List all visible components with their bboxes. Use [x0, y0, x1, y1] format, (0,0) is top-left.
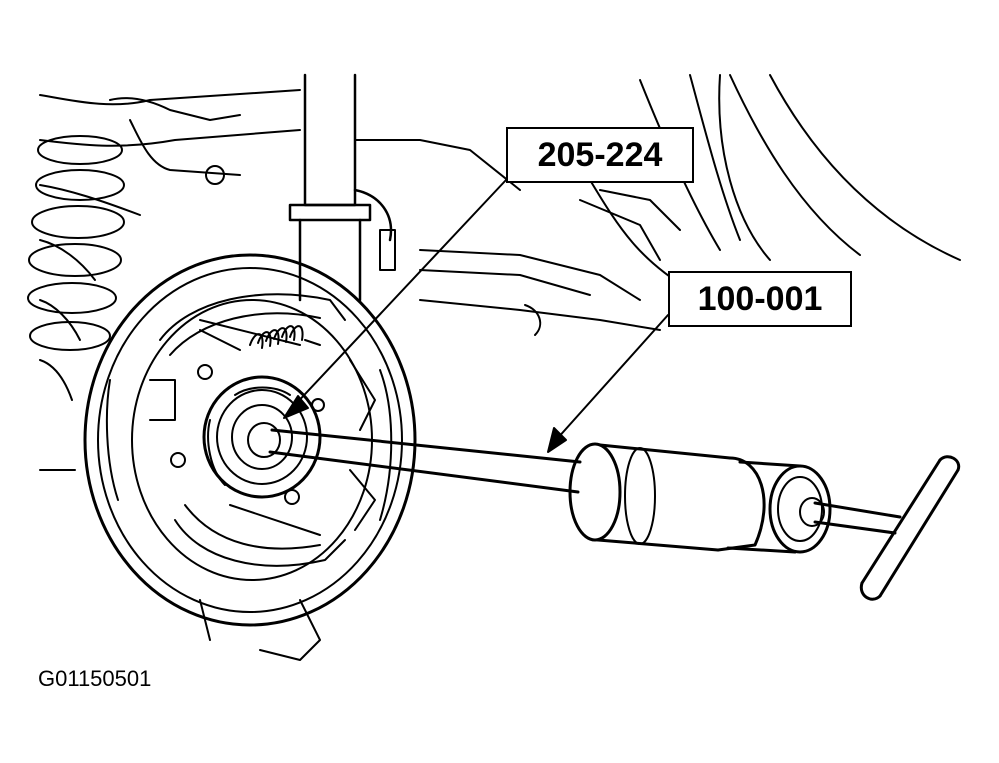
callout-205-224: 205-224	[506, 127, 694, 183]
return-spring	[199, 325, 321, 351]
coil-spring	[27, 135, 125, 351]
callout-205-224-label: 205-224	[537, 136, 663, 174]
chassis-background	[39, 74, 961, 471]
slide-hammer-shaft	[268, 428, 582, 494]
shock-absorber	[288, 73, 393, 302]
brake-backing-plate	[83, 253, 417, 661]
wheel-hub	[202, 375, 322, 499]
slide-hammer-weight	[568, 442, 832, 554]
t-handle	[813, 455, 961, 601]
callout-100-001-label: 100-001	[697, 280, 823, 318]
brake-shoes	[149, 293, 376, 567]
callout-100-001: 100-001	[668, 271, 852, 327]
callout-leaders	[283, 179, 669, 453]
figure-id: G01150501	[38, 666, 152, 691]
